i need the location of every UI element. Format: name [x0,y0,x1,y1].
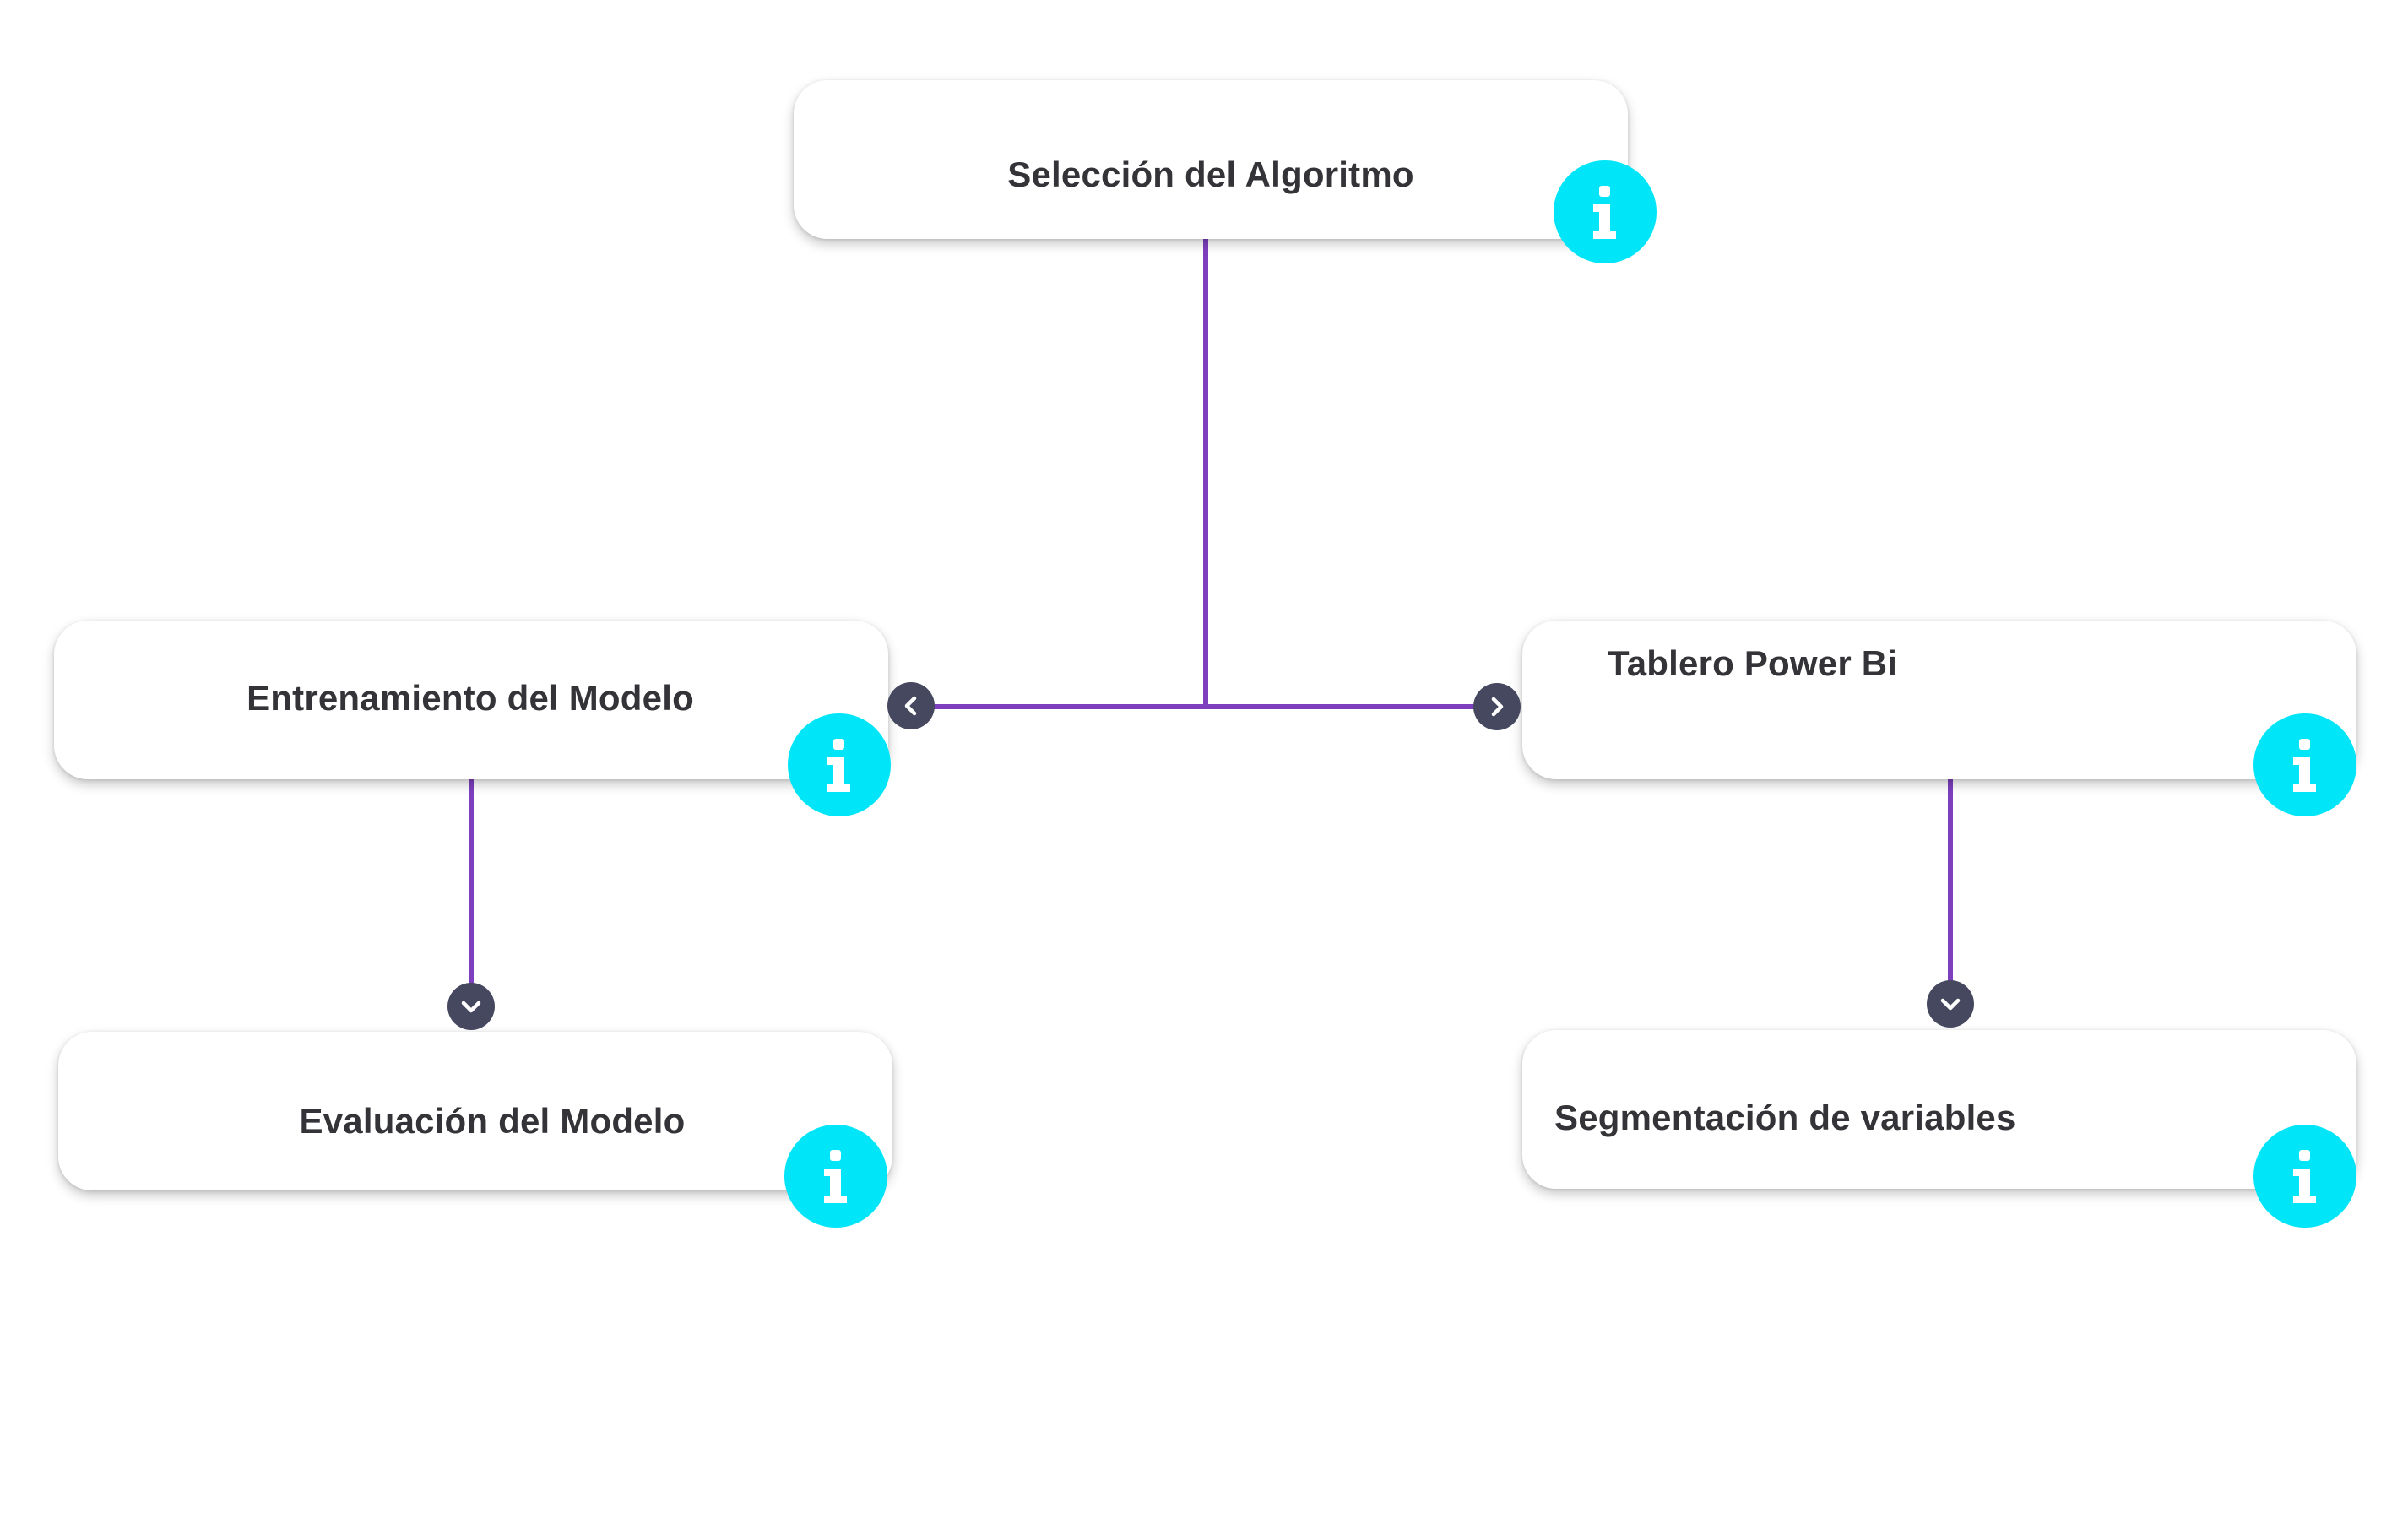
collapse-right-button[interactable] [1473,683,1521,730]
info-icon [1593,186,1616,239]
node-entrenamiento-del-modelo[interactable]: Entrenamiento del Modelo [54,621,891,816]
info-button[interactable] [1554,160,1657,263]
node-seleccion-del-algoritmo[interactable]: Selección del Algoritmo [794,80,1657,263]
info-icon [2293,1150,2316,1203]
info-icon [2293,739,2316,792]
node-label: Evaluación del Modelo [299,1101,686,1141]
node-label: Entrenamiento del Modelo [247,678,694,718]
info-button[interactable] [784,1125,887,1228]
node-label: Selección del Algoritmo [1007,155,1414,194]
node-label: Tablero Power Bi [1608,643,1898,683]
info-button[interactable] [788,713,891,816]
chevron-down-icon [461,1001,481,1013]
info-button[interactable] [2253,713,2356,816]
node-segmentacion-de-variables[interactable]: Segmentación de variables [1522,1030,2356,1228]
chevron-down-icon [1940,998,1961,1011]
chevron-left-icon [904,696,917,716]
chevron-right-icon [1491,697,1504,717]
node-tablero-power-bi[interactable]: Tablero Power Bi [1522,621,2356,816]
info-icon [824,1150,847,1203]
collapse-tablero-button[interactable] [1927,980,1974,1028]
info-button[interactable] [2253,1125,2356,1228]
collapse-left-button[interactable] [887,682,935,729]
info-icon [827,739,850,792]
node-evaluacion-del-modelo[interactable]: Evaluación del Modelo [58,1032,892,1228]
node-label: Segmentación de variables [1554,1098,2016,1137]
collapse-entrenamiento-button[interactable] [447,983,495,1030]
